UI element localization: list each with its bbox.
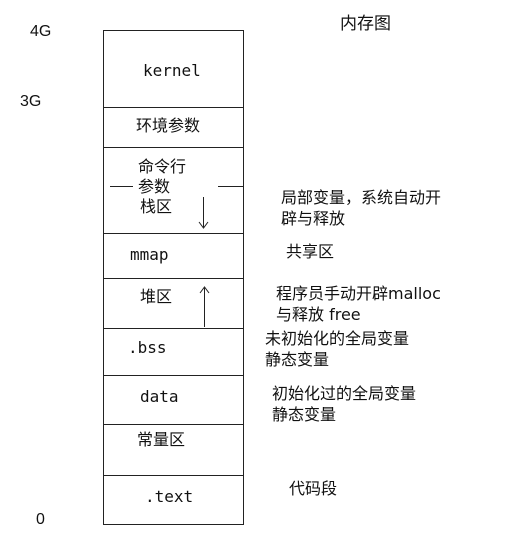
address-0: 0: [36, 511, 45, 528]
note-data-line1: 初始化过的全局变量: [272, 384, 417, 403]
address-3g: 3G: [20, 93, 42, 110]
segment-text: .text: [145, 487, 194, 506]
segment-kernel: kernel: [143, 61, 201, 80]
segment-stack: 栈区: [140, 197, 173, 216]
note-stack-line1: 局部变量，系统自动开: [281, 188, 442, 207]
segment-const: 常量区: [137, 430, 186, 449]
address-4g: 4G: [30, 23, 52, 40]
note-heap-line2: 与释放 free: [276, 305, 361, 324]
heap-growth-arrow: [199, 286, 210, 327]
segment-cmdline-line2: 参数: [138, 177, 171, 196]
note-mmap: 共享区: [286, 242, 335, 261]
segment-bss: .bss: [128, 338, 167, 357]
note-heap-line1: 程序员手动开辟malloc: [276, 284, 441, 303]
segment-cmdline-line1: 命令行: [138, 157, 187, 176]
segment-env: 环境参数: [136, 116, 201, 135]
memory-column-outline: [103, 30, 244, 525]
segment-mmap: mmap: [130, 245, 169, 264]
diagram-title: 内存图: [340, 14, 391, 34]
segment-heap: 堆区: [140, 287, 173, 306]
note-text: 代码段: [289, 479, 338, 498]
note-stack-line2: 辟与释放: [281, 209, 346, 228]
segment-data: data: [140, 387, 179, 406]
note-data-line2: 静态变量: [272, 405, 337, 424]
note-bss-line2: 静态变量: [265, 350, 330, 369]
note-bss-line1: 未初始化的全局变量: [265, 329, 410, 348]
stack-growth-arrow: [198, 197, 209, 229]
